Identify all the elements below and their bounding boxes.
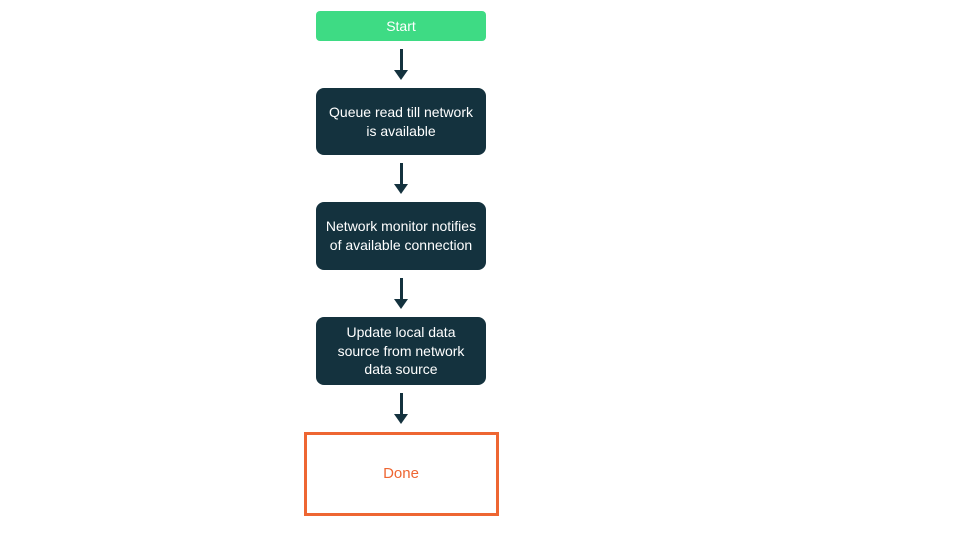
- flowchart: Start Queue read till network is availab…: [301, 11, 501, 516]
- flow-node-start-label: Start: [386, 17, 416, 34]
- flow-node-network-monitor-label: Network monitor notifies of available co…: [325, 218, 477, 253]
- arrow-head: [394, 414, 408, 424]
- flow-node-update-local-data: Update local data source from network da…: [316, 317, 486, 385]
- flow-node-update-local-data-label: Update local data source from network da…: [337, 323, 465, 378]
- arrow-stem: [399, 49, 403, 70]
- arrow-head: [394, 299, 408, 309]
- flow-arrow-down-icon: [394, 49, 408, 80]
- arrow-head: [394, 70, 408, 80]
- flow-node-network-monitor: Network monitor notifies of available co…: [316, 202, 486, 270]
- arrow-head: [394, 184, 408, 194]
- flow-arrow-down-icon: [394, 163, 408, 194]
- flow-node-queue-read-label: Queue read till network is available: [329, 103, 473, 139]
- arrow-stem: [399, 393, 403, 414]
- flow-node-done: Done: [303, 432, 499, 516]
- arrow-stem: [399, 163, 403, 184]
- flow-node-start: Start: [316, 11, 486, 41]
- arrow-stem: [399, 278, 403, 299]
- flow-arrow-down-icon: [394, 393, 408, 424]
- flow-arrow-down-icon: [394, 278, 408, 309]
- flow-node-queue-read: Queue read till network is available: [316, 88, 486, 155]
- flow-node-done-label: Done: [383, 464, 419, 482]
